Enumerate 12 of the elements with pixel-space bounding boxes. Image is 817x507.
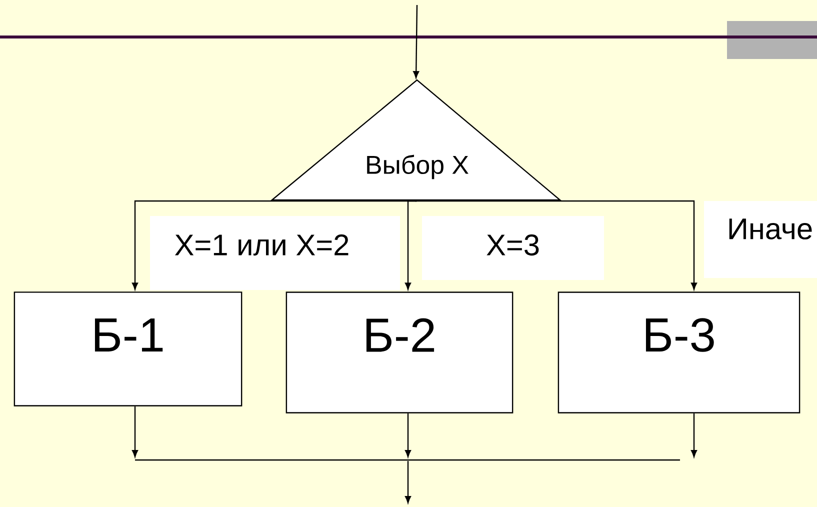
process-box: Б-1 [14, 292, 242, 406]
arrow [404, 200, 417, 290]
arrow [404, 413, 412, 458]
arrow [413, 4, 420, 78]
edge-label: Иначе [704, 201, 817, 278]
edge-label: X=1 или X=2 [150, 216, 400, 290]
process-box: Б-2 [286, 292, 514, 414]
arrow [415, 199, 698, 290]
edge-label: X=3 [422, 216, 604, 280]
arrow [690, 413, 698, 458]
arrow [132, 406, 138, 458]
process-box: Б-3 [558, 292, 800, 414]
